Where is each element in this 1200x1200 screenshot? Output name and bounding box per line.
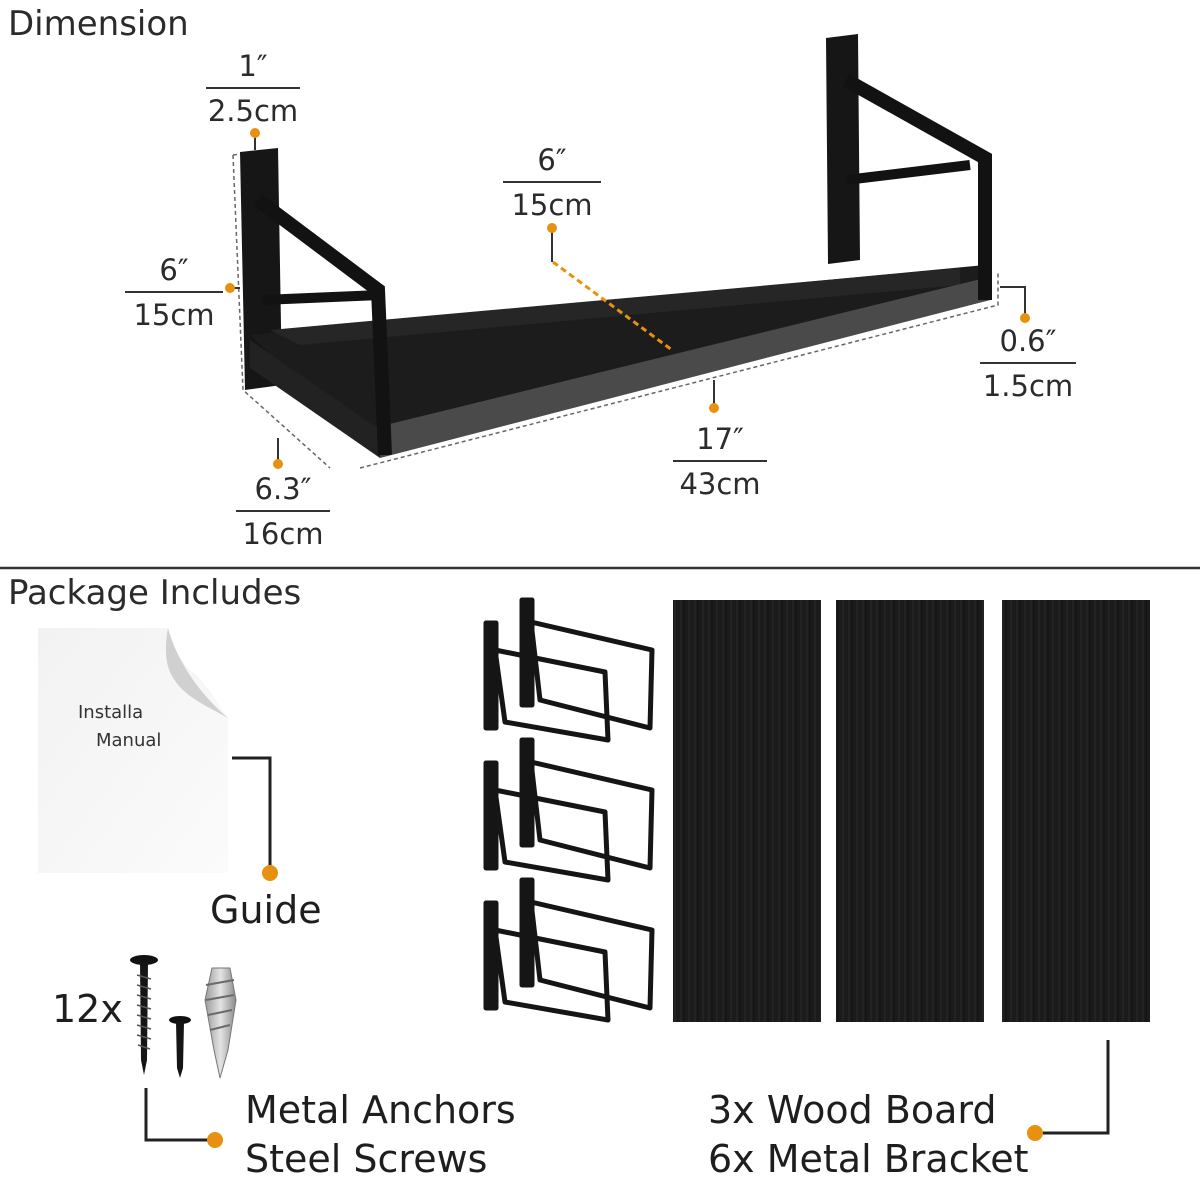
- hardware-line2: Steel Screws: [245, 1136, 488, 1181]
- hardware-label: Metal Anchors Steel Screws: [245, 1086, 516, 1183]
- dim-imperial: 0.6″: [999, 324, 1057, 358]
- dim-metric: 15cm: [133, 298, 215, 332]
- dim-metric: 1.5cm: [982, 369, 1074, 403]
- dim-imperial: 6″: [537, 143, 567, 177]
- dim-imperial: 6″: [159, 253, 189, 287]
- dim-rule: [206, 87, 300, 89]
- dim-length: 17″ 43cm: [672, 425, 768, 499]
- guide-label: Guide: [210, 888, 322, 932]
- dim-rule: [673, 460, 767, 462]
- shelf-illustration: [232, 34, 999, 469]
- dim-imperial: 17″: [696, 422, 744, 456]
- guide-dot: [262, 865, 278, 881]
- dim-rule: [236, 510, 330, 512]
- dim-metric: 15cm: [511, 188, 593, 222]
- dim-imperial: 1″: [238, 49, 268, 83]
- wood-board: [673, 600, 821, 1022]
- hardware-leader: [144, 1088, 215, 1142]
- package-title: Package Includes: [8, 573, 302, 613]
- dim-rule: [125, 291, 223, 293]
- manual-illustration: [38, 628, 228, 873]
- boards-leader: [1035, 1040, 1110, 1135]
- dim-imperial: 6.3″: [254, 472, 312, 506]
- dim-rule: [980, 362, 1076, 364]
- dim-bracket-width: 1″ 2.5cm: [204, 52, 302, 126]
- boards-dot: [1027, 1125, 1043, 1141]
- dim-bracket-depth: 6.3″ 16cm: [234, 475, 332, 549]
- dim-metric: 16cm: [242, 517, 324, 551]
- brackets-illustration: [483, 597, 655, 1023]
- dim-height: 6″ 15cm: [122, 256, 226, 330]
- dim-board-thickness: 0.6″ 1.5cm: [978, 327, 1078, 401]
- dim-shelf-depth: 6″ 15cm: [500, 146, 604, 220]
- manual-text-line2: Manual: [96, 730, 162, 751]
- dim-metric: 43cm: [679, 467, 761, 501]
- wood-boards: [673, 600, 1150, 1022]
- wood-board: [836, 600, 984, 1022]
- dimension-leaders: [225, 128, 1030, 469]
- hardware-illustration: [130, 955, 237, 1079]
- dim-rule: [503, 181, 601, 183]
- boards-label: 3x Wood Board 6x Metal Bracket: [708, 1086, 1029, 1183]
- hardware-count: 12x: [52, 987, 123, 1031]
- manual-text-line1: Installa: [78, 702, 144, 723]
- wood-board: [1002, 600, 1150, 1022]
- dimension-title: Dimension: [8, 4, 189, 44]
- hardware-dot: [207, 1132, 223, 1148]
- boards-line2: 6x Metal Bracket: [708, 1136, 1029, 1181]
- dim-metric: 2.5cm: [207, 94, 299, 128]
- hardware-line1: Metal Anchors: [245, 1088, 516, 1132]
- guide-leader: [232, 756, 272, 873]
- boards-line1: 3x Wood Board: [708, 1088, 997, 1132]
